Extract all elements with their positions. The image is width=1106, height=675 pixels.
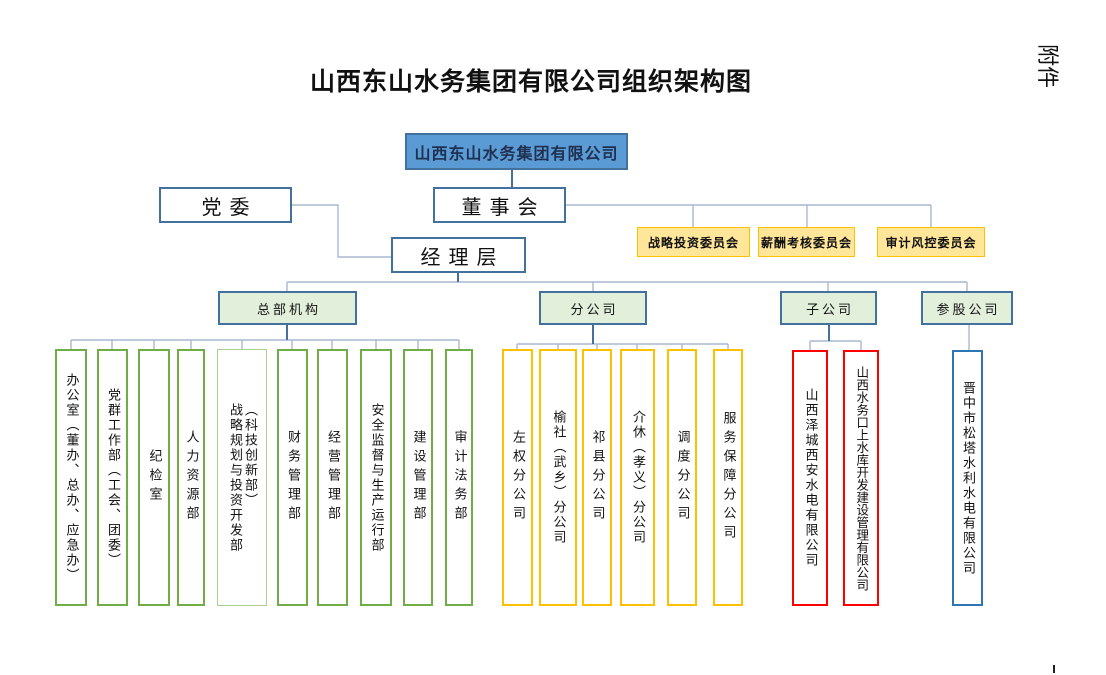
branch-box-service-support: 服务保障分公司 <box>713 349 743 606</box>
dept-label: 财务管理部 <box>285 430 301 525</box>
branch-label: 左权分公司 <box>510 430 526 525</box>
branch-label: 调度分公司 <box>675 430 691 525</box>
group-header-shareholding: 参股公司 <box>921 291 1013 325</box>
dept-label: 党群工作部（工会、团委） <box>105 387 121 568</box>
org-root-box: 山西东山水务集团有限公司 <box>405 133 628 170</box>
shareholding-label: 晋中市松塔水利水电有限公司 <box>960 380 976 576</box>
dept-box-construction-management: 建设管理部 <box>403 349 433 606</box>
subsidiary-label: 山西泽城西安水电有限公司 <box>803 388 819 568</box>
audit-risk-control-committee-box: 审计风控委员会 <box>877 227 985 257</box>
dept-label: 战略规划与投资开发部 （科技创新部） <box>228 402 258 553</box>
dept-box-safety-production: 安全监督与生产运行部 <box>360 349 392 606</box>
party-committee-box: 党委 <box>159 187 292 223</box>
dept-label: 纪检室 <box>147 449 163 506</box>
branch-label: 祁县分公司 <box>590 430 606 525</box>
branch-box-dispatch: 调度分公司 <box>667 349 697 606</box>
dept-label: 安全监督与生产运行部 <box>369 402 385 553</box>
dept-label: 建设管理部 <box>411 430 427 525</box>
dept-box-finance-management: 财务管理部 <box>277 349 308 606</box>
dept-label: 经营管理部 <box>325 430 341 525</box>
dept-label: 审计法务部 <box>452 430 468 525</box>
dept-label: 办公室（董办、总办、应急办） <box>64 372 80 583</box>
page-title: 山西东山水务集团有限公司组织架构图 <box>309 68 752 96</box>
group-header-headquarters: 总部机构 <box>218 291 357 325</box>
dept-box-general-office: 办公室（董办、总办、应急办） <box>55 349 87 606</box>
group-header-branches: 分公司 <box>539 291 647 325</box>
dept-box-party-mass-work: 党群工作部（工会、团委） <box>97 349 128 606</box>
branch-box-qixian: 祁县分公司 <box>582 349 612 606</box>
board-of-directors-box: 董事会 <box>433 187 566 223</box>
dept-label: 人力资源部 <box>184 430 200 525</box>
dept-box-operations-management: 经营管理部 <box>317 349 348 606</box>
dept-box-strategic-planning-investment: 战略规划与投资开发部 （科技创新部） <box>217 349 267 606</box>
branch-label: 榆社（武乡）分公司 <box>551 410 567 545</box>
dept-box-audit-legal: 审计法务部 <box>445 349 473 606</box>
page-edge-mark <box>1053 665 1055 673</box>
branch-label: 介休（孝义）分公司 <box>630 410 646 545</box>
dept-box-human-resources: 人力资源部 <box>177 349 205 606</box>
shareholding-box-songta-hydropower: 晋中市松塔水利水电有限公司 <box>952 350 983 606</box>
management-layer-box: 经理层 <box>391 237 526 273</box>
branch-box-zuoquan: 左权分公司 <box>502 349 533 606</box>
group-header-subsidiaries: 子公司 <box>780 291 877 325</box>
subsidiary-box-zecheng-xian-hydropower: 山西泽城西安水电有限公司 <box>792 350 828 606</box>
branch-label: 服务保障分公司 <box>721 411 737 544</box>
dept-box-discipline-inspection: 纪检室 <box>138 349 170 606</box>
strategy-investment-committee-box: 战略投资委员会 <box>637 227 750 257</box>
subsidiary-box-koushang-reservoir: 山西水务口上水库开发建设管理有限公司 <box>843 350 879 606</box>
branch-box-yushe-wuxiang: 榆社（武乡）分公司 <box>539 349 577 606</box>
subsidiary-label: 山西水务口上水库开发建设管理有限公司 <box>854 365 869 591</box>
branch-box-jiexiu-xiaoyi: 介休（孝义）分公司 <box>620 349 655 606</box>
compensation-assessment-committee-box: 薪酬考核委员会 <box>758 227 855 257</box>
